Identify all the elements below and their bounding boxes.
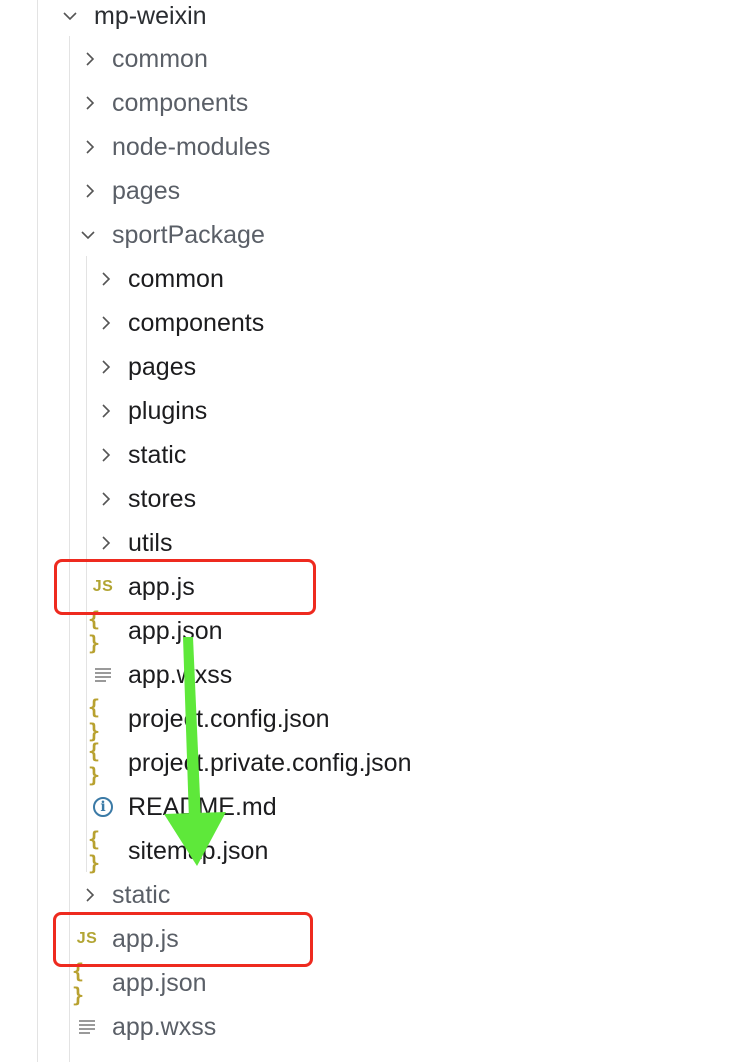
chevron-right-icon <box>98 271 114 287</box>
js-file-icon: JS <box>76 930 98 947</box>
folder-label: pages <box>128 352 197 381</box>
file-label: app.js <box>128 572 195 601</box>
text-file-icon <box>88 668 118 682</box>
file-project-config-json[interactable]: { } project.config.json <box>0 695 746 743</box>
file-app-js[interactable]: JS app.js <box>0 565 746 609</box>
folder-node-modules[interactable]: node-modules <box>0 125 746 169</box>
folder-plugins[interactable]: plugins <box>0 389 746 433</box>
folder-components[interactable]: components <box>0 81 746 125</box>
chevron-down-icon <box>80 227 96 243</box>
folder-label: pages <box>112 176 181 205</box>
file-app-js[interactable]: JS app.js <box>0 917 746 961</box>
text-file-icon <box>72 1020 102 1034</box>
folder-label: stores <box>128 484 197 513</box>
chevron-right-icon <box>98 315 114 331</box>
json-file-icon: { } <box>88 695 101 743</box>
chevron-down-icon <box>62 8 78 24</box>
folder-utils[interactable]: utils <box>0 521 746 565</box>
folder-label: common <box>112 44 208 73</box>
indent-guide <box>69 36 70 1062</box>
folder-label: mp-weixin <box>94 1 207 30</box>
file-label: app.js <box>112 924 179 953</box>
folder-label: static <box>112 880 171 909</box>
folder-common[interactable]: common <box>0 37 746 81</box>
file-sitemap-json[interactable]: { } sitemap.json <box>0 827 746 875</box>
chevron-right-icon <box>82 51 98 67</box>
file-label: app.wxss <box>128 660 233 689</box>
chevron-right-icon <box>98 535 114 551</box>
chevron-right-icon <box>82 95 98 111</box>
file-app-wxss[interactable]: app.wxss <box>0 653 746 697</box>
indent-guide <box>37 0 38 1062</box>
chevron-right-icon <box>98 447 114 463</box>
folder-label: components <box>128 308 265 337</box>
folder-pages[interactable]: pages <box>0 345 746 389</box>
chevron-right-icon <box>82 887 98 903</box>
folder-components[interactable]: components <box>0 301 746 345</box>
js-file-icon: JS <box>92 578 114 595</box>
indent-guide <box>86 256 87 872</box>
folder-pages[interactable]: pages <box>0 169 746 213</box>
folder-static[interactable]: static <box>0 873 746 917</box>
chevron-right-icon <box>82 183 98 199</box>
chevron-right-icon <box>98 359 114 375</box>
json-file-icon: { } <box>88 739 101 787</box>
file-label: sitemap.json <box>128 836 269 865</box>
file-label: app.json <box>112 968 207 997</box>
file-app-wxss[interactable]: app.wxss <box>0 1005 746 1049</box>
json-file-icon: { } <box>88 607 101 655</box>
file-label: project.private.config.json <box>128 748 412 777</box>
file-label: app.json <box>128 616 223 645</box>
folder-static[interactable]: static <box>0 433 746 477</box>
folder-label: plugins <box>128 396 208 425</box>
chevron-right-icon <box>98 491 114 507</box>
file-project-private-config-json[interactable]: { } project.private.config.json <box>0 739 746 787</box>
folder-label: common <box>128 264 224 293</box>
file-app-json[interactable]: { } app.json <box>0 607 746 655</box>
chevron-right-icon <box>82 139 98 155</box>
chevron-right-icon <box>98 403 114 419</box>
file-label: app.wxss <box>112 1012 217 1041</box>
info-file-icon: i <box>88 797 118 817</box>
folder-label: static <box>128 440 187 469</box>
folder-label: node-modules <box>112 132 271 161</box>
file-readme-md[interactable]: i README.md <box>0 785 746 829</box>
folder-label: sportPackage <box>112 220 265 249</box>
folder-common[interactable]: common <box>0 257 746 301</box>
json-file-icon: { } <box>72 959 85 1007</box>
folder-label: components <box>112 88 249 117</box>
folder-sportPackage[interactable]: sportPackage <box>0 213 746 257</box>
json-file-icon: { } <box>88 827 101 875</box>
file-app-json[interactable]: { } app.json <box>0 959 746 1007</box>
file-label: project.config.json <box>128 704 330 733</box>
folder-mp-weixin[interactable]: mp-weixin <box>0 0 746 38</box>
file-label: README.md <box>128 792 277 821</box>
folder-stores[interactable]: stores <box>0 477 746 521</box>
folder-label: utils <box>128 528 173 557</box>
